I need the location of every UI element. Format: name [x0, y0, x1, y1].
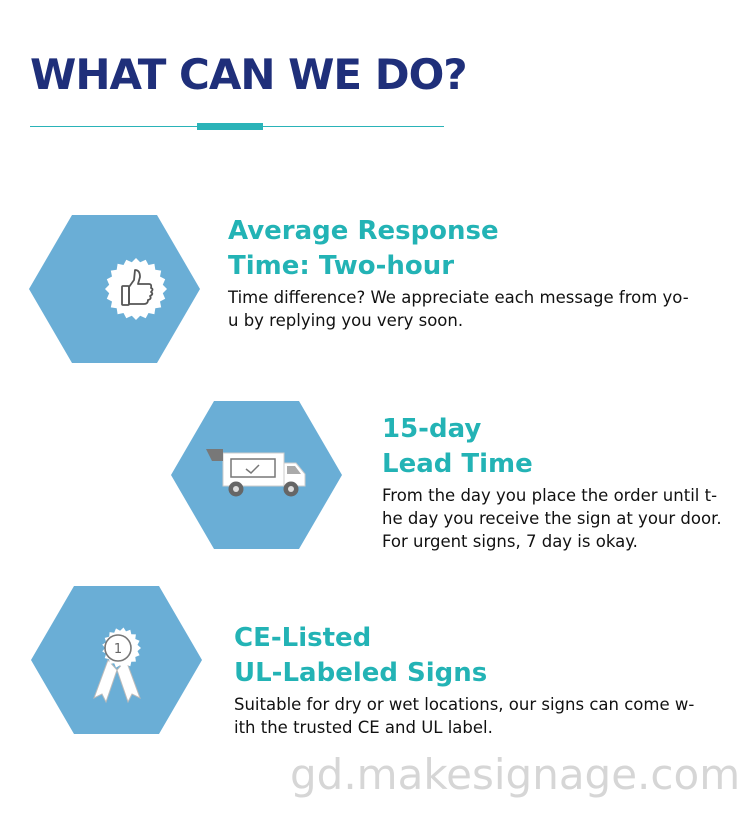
- badge-number: 1: [114, 642, 122, 657]
- feature-certification: CE-Listed UL-Labeled Signs Suitable for …: [234, 621, 734, 739]
- feature-response-hexagon: [29, 215, 200, 363]
- feature-heading: 15-day: [382, 414, 482, 444]
- feature-heading: Time: Two-hour: [228, 251, 455, 281]
- thumbs-up-badge-icon: [105, 258, 167, 320]
- feature-description: Suitable for dry or wet locations, our s…: [234, 695, 695, 714]
- feature-leadtime-hexagon: [171, 401, 342, 549]
- feature-certification-hexagon: 1: [31, 586, 202, 734]
- feature-heading: Lead Time: [382, 449, 533, 479]
- feature-response: Average Response Time: Two-hour Time dif…: [228, 214, 728, 332]
- feature-heading: UL-Labeled Signs: [234, 658, 488, 688]
- feature-description: For urgent signs, 7 day is okay.: [382, 532, 638, 551]
- award-ribbon-icon: 1: [93, 627, 141, 704]
- feature-description: ith the trusted CE and UL label.: [234, 718, 493, 737]
- delivery-truck-icon: [206, 449, 306, 497]
- feature-leadtime: 15-day Lead Time From the day you place …: [382, 412, 737, 553]
- feature-heading: Average Response: [228, 216, 499, 246]
- watermark: gd.makesignage.com: [290, 750, 741, 799]
- feature-description: he day you receive the sign at your door…: [382, 509, 722, 528]
- feature-description: Time difference? We appreciate each mess…: [228, 288, 689, 307]
- page-title: WHAT CAN WE DO?: [30, 50, 468, 99]
- feature-description: u by replying you very soon.: [228, 311, 464, 330]
- title-divider-accent: [197, 123, 263, 130]
- feature-heading: CE-Listed: [234, 623, 372, 653]
- feature-description: From the day you place the order until t…: [382, 486, 718, 505]
